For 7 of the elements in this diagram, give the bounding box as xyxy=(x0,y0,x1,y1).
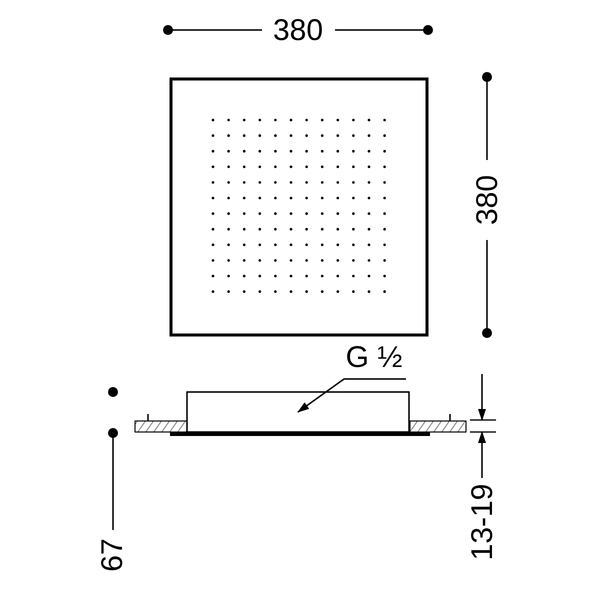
housing-body xyxy=(186,391,410,433)
dimension-label: 67 xyxy=(98,538,128,572)
thread-size-label: G ½ xyxy=(346,343,402,373)
dimension-label: 380 xyxy=(272,16,324,46)
dimension-label: 380 xyxy=(473,174,503,226)
dimension-label: 13-19 xyxy=(468,484,498,560)
leader-line xyxy=(297,378,406,413)
